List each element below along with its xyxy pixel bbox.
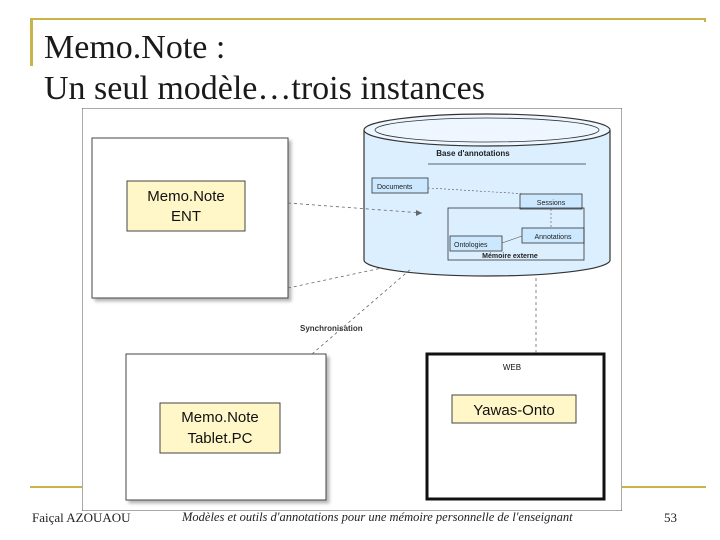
memonote-tablet-line1: Memo.Note xyxy=(181,409,259,426)
memonote-tablet-line2: Tablet.PC xyxy=(187,430,252,447)
title-line-2: Un seul modèle…trois instances xyxy=(44,69,485,107)
memonote-ent-note xyxy=(126,180,246,232)
yawas-onto-note xyxy=(451,394,577,424)
db-divider xyxy=(428,163,586,165)
footer-subtitle: Modèles et outils d'annotations pour une… xyxy=(182,510,573,524)
footer-author: Faiçal AZOUAOU xyxy=(32,510,131,525)
documents-label: Documents xyxy=(377,184,413,191)
architecture-diagram: WEB Base d'annotations Documents Session… xyxy=(82,108,622,511)
sessions-label: Sessions xyxy=(537,200,566,207)
page-number: 53 xyxy=(664,510,677,525)
title-line-1: Memo.Note : xyxy=(44,29,226,66)
frame-accent-corner xyxy=(704,18,706,22)
frame-accent-vertical xyxy=(30,18,33,66)
documents-sessions-arrow xyxy=(427,187,528,195)
ontologies-annotations-arrow xyxy=(501,235,523,244)
ontologies-label: Ontologies xyxy=(454,242,488,249)
tablet-to-db-link xyxy=(311,267,413,355)
memoire-externe-label: Mémoire externe xyxy=(482,253,538,260)
memonote-ent-line1: Memo.Note xyxy=(147,188,225,205)
documents-box xyxy=(371,177,429,194)
synchronisation-label: Synchronisation xyxy=(300,324,363,333)
footer-accent-left xyxy=(30,486,82,488)
yawas-onto-label: Yawas-Onto xyxy=(473,402,554,419)
memonote-tablet-note xyxy=(159,402,281,454)
memoire-externe-frame xyxy=(447,207,585,261)
footer-accent-right xyxy=(622,486,706,488)
slide-title: Memo.Note : Un seul modèle…trois instanc… xyxy=(44,28,485,110)
annotations-label: Annotations xyxy=(535,234,572,241)
frame-accent-top xyxy=(30,18,706,20)
web-box xyxy=(425,352,606,501)
ontologies-box xyxy=(449,235,503,252)
ent-link-arrowhead xyxy=(416,210,422,216)
ent-to-db-link xyxy=(287,202,423,214)
base-annotations-label: Base d'annotations xyxy=(436,149,510,158)
ent-to-db-link-2 xyxy=(287,267,383,289)
memonote-ent-line2: ENT xyxy=(171,208,201,225)
web-label: WEB xyxy=(503,363,521,372)
